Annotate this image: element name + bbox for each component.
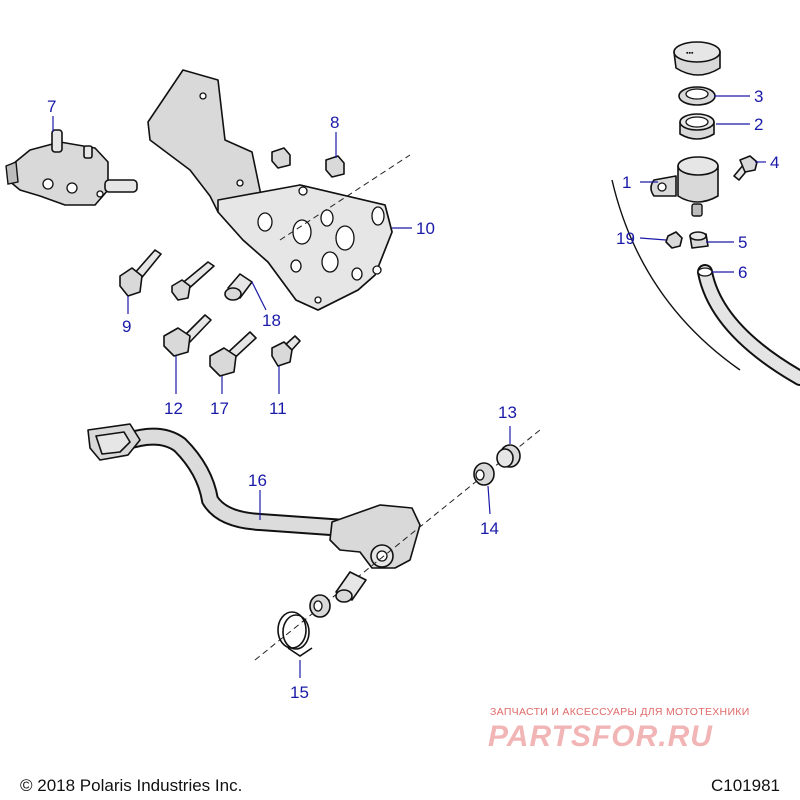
callout-13: 13 bbox=[498, 403, 517, 422]
callout-2: 2 bbox=[754, 115, 763, 134]
flange-bolt-11 bbox=[271, 335, 301, 367]
watermark-tagline: ЗАПЧАСТИ И АКСЕССУАРЫ ДЛЯ МОТОТЕХНИКИ bbox=[490, 706, 750, 718]
callout-12: 12 bbox=[164, 399, 183, 418]
bushing-14 bbox=[473, 462, 495, 486]
hose-6 bbox=[697, 264, 800, 386]
callout-10: 10 bbox=[416, 219, 435, 238]
reservoir-body-1 bbox=[650, 156, 719, 217]
callout-11: 11 bbox=[269, 399, 287, 418]
reservoir-cap: ▪▪▪ bbox=[673, 41, 721, 76]
drawing-id: C101981 bbox=[710, 776, 780, 795]
callout-9: 9 bbox=[122, 317, 131, 336]
callout-7: 7 bbox=[47, 97, 56, 116]
nut-19 bbox=[665, 231, 683, 249]
copyright-notice: © 2018 Polaris Industries Inc. bbox=[20, 776, 243, 795]
mounting-bracket bbox=[147, 69, 393, 311]
callout-labels: 1 2 3 4 5 6 7 8 9 10 11 12 13 14 15 16 1… bbox=[47, 87, 779, 702]
svg-text:▪▪▪: ▪▪▪ bbox=[686, 50, 694, 57]
bolt-12 bbox=[163, 314, 212, 357]
flange-nut-8 bbox=[271, 147, 345, 178]
callout-5: 5 bbox=[738, 233, 747, 252]
callout-18: 18 bbox=[262, 311, 281, 330]
screw-4 bbox=[733, 155, 758, 181]
bolt-9 bbox=[119, 249, 162, 297]
callout-14: 14 bbox=[480, 519, 499, 538]
pivot-sleeve bbox=[335, 571, 367, 603]
callout-6: 6 bbox=[738, 263, 747, 282]
seal-ring-2 bbox=[679, 113, 715, 140]
callout-16: 16 bbox=[248, 471, 267, 490]
diaphragm-3 bbox=[678, 86, 716, 106]
callout-19: 19 bbox=[616, 229, 635, 248]
bushing-13 bbox=[496, 444, 521, 468]
callout-3: 3 bbox=[754, 87, 763, 106]
return-spring-15 bbox=[277, 611, 313, 657]
master-cylinder bbox=[5, 129, 138, 206]
bolt-upper bbox=[171, 261, 215, 301]
leader-lines bbox=[52, 95, 766, 678]
callout-15: 15 bbox=[290, 683, 309, 702]
callout-1: 1 bbox=[622, 173, 631, 192]
bolt-17 bbox=[209, 331, 257, 377]
brake-pedal bbox=[87, 423, 421, 569]
spacer-18 bbox=[224, 273, 253, 301]
callout-8: 8 bbox=[330, 113, 339, 132]
callout-17: 17 bbox=[210, 399, 229, 418]
watermark-logo: PARTSFOR.RU bbox=[488, 720, 713, 753]
washer bbox=[309, 594, 331, 618]
callout-4: 4 bbox=[770, 153, 779, 172]
clamp-5 bbox=[689, 231, 709, 249]
